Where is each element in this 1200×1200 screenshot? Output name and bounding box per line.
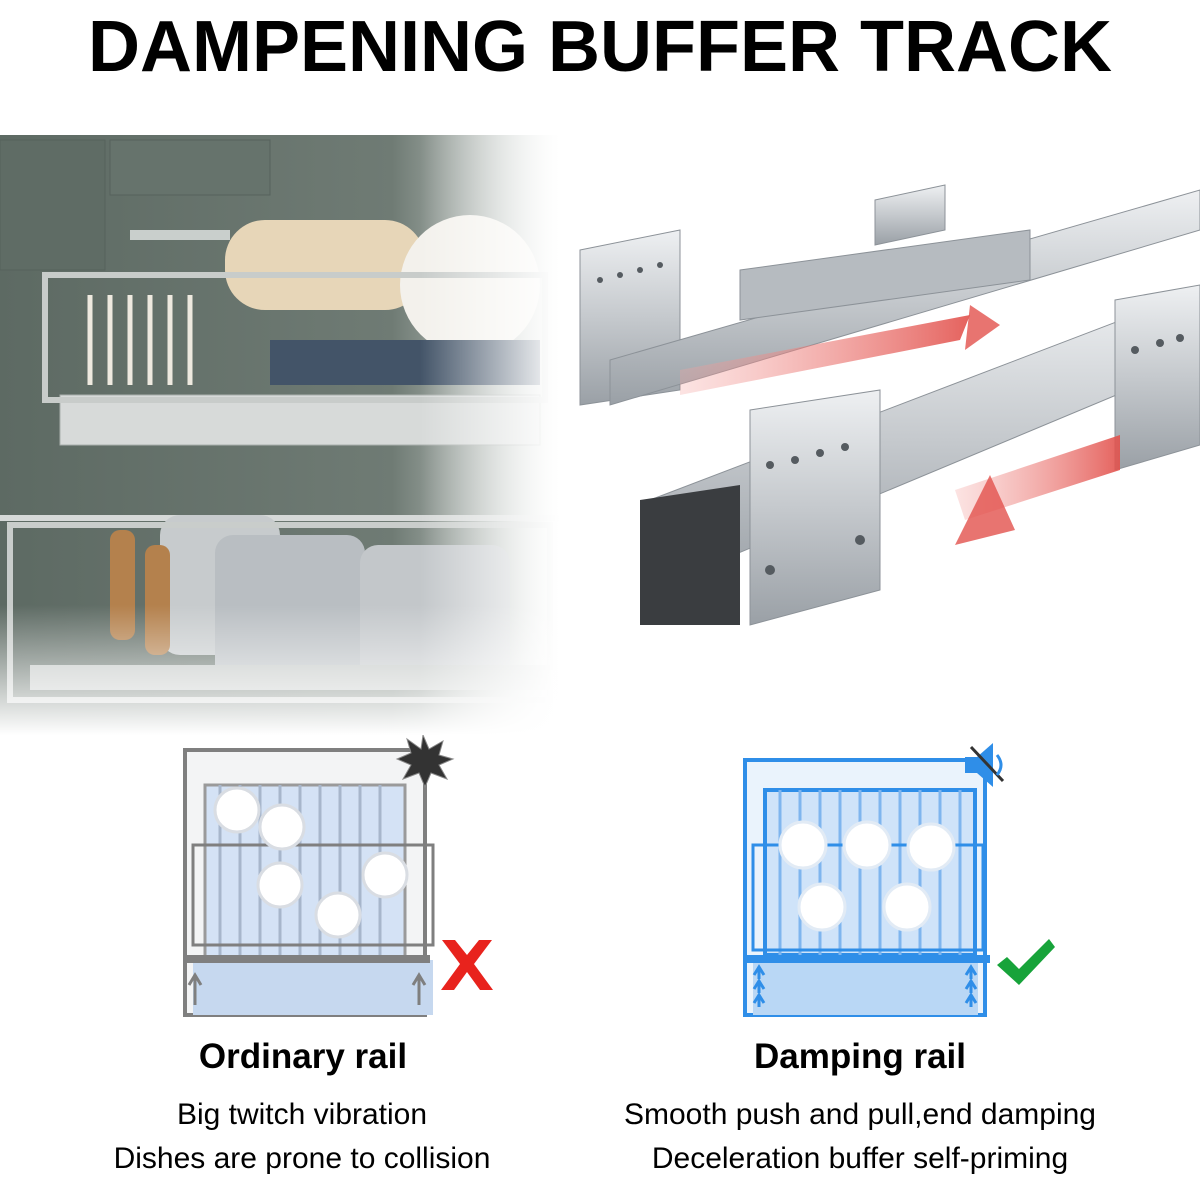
damping-rail-line-2: Deceleration buffer self-priming <box>651 1142 1069 1175</box>
kitchen-basket-photo <box>0 135 560 735</box>
ordinary-rail-diagram <box>183 735 455 1017</box>
damping-rail-title: Damping rail <box>754 1037 966 1076</box>
ordinary-rail-title: Ordinary rail <box>198 1037 408 1076</box>
page-title: DAMPENING BUFFER TRACK <box>88 7 1112 87</box>
damping-rail-diagram <box>743 743 1005 1017</box>
mute-speaker-icon <box>965 743 1005 787</box>
ordinary-rail-line-1: Big twitch vibration <box>176 1098 428 1131</box>
collision-burst-icon <box>395 735 455 789</box>
checkmark-icon <box>997 939 1055 985</box>
ordinary-rail-line-2: Dishes are prone to collision <box>113 1142 491 1175</box>
cross-icon <box>441 940 493 990</box>
drawer-slide-rails-illustration <box>579 184 1200 626</box>
damping-rail-line-1: Smooth push and pull,end damping <box>623 1098 1096 1131</box>
